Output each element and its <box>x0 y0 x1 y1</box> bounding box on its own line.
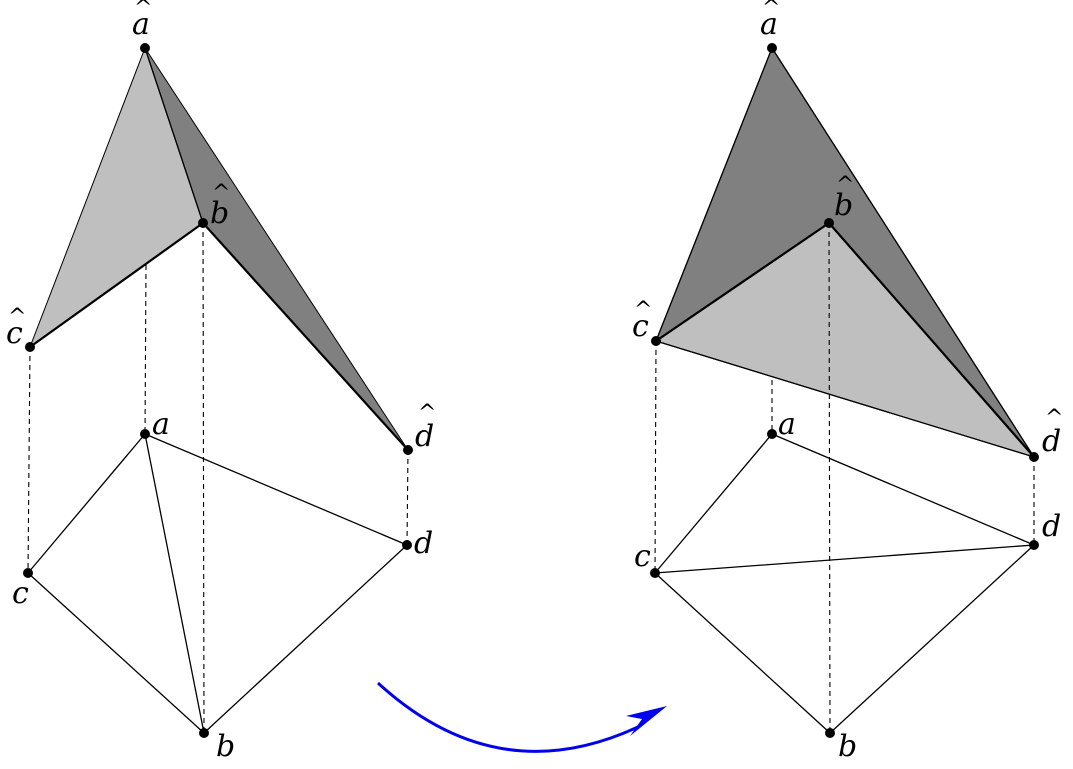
right-edge-b-d <box>829 544 1035 734</box>
right-vertex-a <box>767 429 777 439</box>
right-label-ahat: a <box>760 7 778 42</box>
right-proj-b <box>828 222 831 734</box>
right-label-bhat: b <box>834 188 853 223</box>
flip-arrow-curve <box>376 681 641 753</box>
right-vertex-bhat <box>824 218 834 228</box>
left-label-a: a <box>152 407 170 442</box>
right-edge-c-d <box>654 544 1035 574</box>
left-vertex-chat <box>25 342 35 352</box>
left-vertex-c <box>23 568 33 578</box>
left-proj-c <box>27 346 31 574</box>
right-edge-bhat-dhat <box>828 222 1035 458</box>
left-face-ahat-bhat-dhat <box>144 47 409 451</box>
left-proj-a <box>144 264 147 435</box>
right-vertex-dhat <box>1029 452 1039 462</box>
left-hat-dhat: ^ <box>418 401 436 426</box>
right-hat-bhat: ^ <box>836 173 854 198</box>
left-edge-a-c <box>27 433 146 574</box>
left-label-d: d <box>414 526 433 561</box>
right-vertex-c <box>650 568 660 578</box>
right-label-chat: c <box>632 309 649 344</box>
left-vertex-b <box>199 728 209 738</box>
right-label-dhat: d <box>1042 424 1061 459</box>
left-configuration: a ^ b ^ c ^ d ^ a b c d <box>6 0 436 764</box>
left-label-bhat: b <box>210 196 229 231</box>
left-edge-b-d <box>203 544 408 734</box>
left-proj-b <box>202 222 205 734</box>
flip-arrow <box>376 681 667 753</box>
right-label-d: d <box>1042 509 1061 544</box>
right-edge-chat-bhat <box>655 222 830 342</box>
right-edge-ahat-dhat <box>771 47 1035 458</box>
right-edge-chat-dhat <box>655 340 1035 458</box>
right-vertex-b <box>825 728 835 738</box>
left-label-b: b <box>216 729 235 764</box>
right-proj-c <box>654 340 657 574</box>
right-hat-ahat: ^ <box>762 0 780 21</box>
right-configuration: a ^ b ^ c ^ d ^ a b c d <box>632 0 1063 764</box>
left-hat-bhat: ^ <box>212 181 230 206</box>
left-label-c: c <box>12 576 29 611</box>
flip-arrow-head <box>626 706 667 736</box>
left-face-ahat-bhat-chat <box>28 46 204 349</box>
right-edge-c-b <box>654 572 831 734</box>
left-vertex-bhat <box>198 218 208 228</box>
left-edge-chat-bhat <box>29 222 204 348</box>
left-edge-a-d <box>144 433 408 546</box>
right-vertex-chat <box>651 336 661 346</box>
left-hat-ahat: ^ <box>134 0 152 21</box>
left-label-chat: c <box>6 316 23 351</box>
left-vertex-ahat <box>140 43 150 53</box>
left-vertex-dhat <box>403 445 413 455</box>
left-label-dhat: d <box>415 419 434 454</box>
right-vertex-ahat <box>767 43 777 53</box>
right-edge-a-c <box>654 433 773 574</box>
left-edge-bhat-dhat <box>202 222 409 451</box>
left-edge-ahat-bhat <box>144 47 204 224</box>
right-edge-ahat-chat <box>655 47 773 342</box>
right-hat-chat: ^ <box>634 298 652 323</box>
left-vertex-d <box>402 540 412 550</box>
left-proj-d <box>406 449 409 546</box>
right-label-c: c <box>634 539 651 574</box>
right-label-b: b <box>838 729 857 764</box>
left-hat-chat: ^ <box>8 305 26 330</box>
left-edge-c-b <box>27 572 205 734</box>
right-label-a: a <box>778 407 796 442</box>
right-edge-a-d <box>771 433 1035 546</box>
left-edge-a-b <box>144 433 205 734</box>
right-hat-dhat: ^ <box>1045 406 1063 431</box>
right-vertex-d <box>1029 540 1039 550</box>
left-vertex-a <box>140 429 150 439</box>
left-label-ahat: a <box>132 7 150 42</box>
